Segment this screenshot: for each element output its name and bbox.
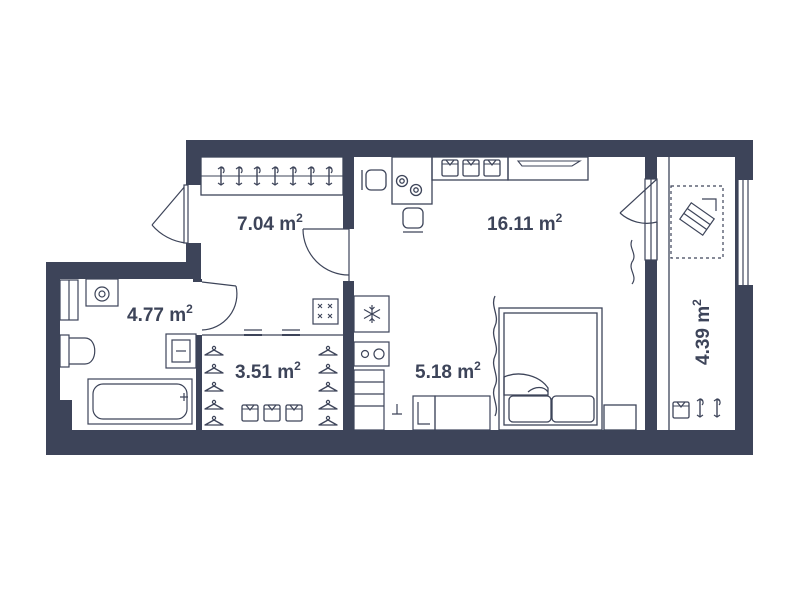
room-area-wardrobe: 3.51 m2 xyxy=(235,359,301,383)
room-area-living-room: 16.11 m2 xyxy=(487,211,563,235)
sweater-icon xyxy=(441,159,501,177)
laundry-rack-icon xyxy=(670,185,724,259)
stove-icon xyxy=(312,298,339,325)
closet xyxy=(200,156,344,196)
bed-icon xyxy=(492,295,637,431)
hanger-icon xyxy=(696,398,721,418)
partitions xyxy=(202,157,670,430)
toilet-icon xyxy=(59,334,96,368)
washing-machine-icon xyxy=(85,278,119,307)
room-area-sleeping: 5.18 m2 xyxy=(415,359,481,383)
room-area-bathroom: 4.77 m2 xyxy=(127,302,193,326)
refrigerator-icon xyxy=(353,295,390,431)
door-swing-icon xyxy=(151,178,658,331)
chair-icon xyxy=(361,169,424,233)
window-icon xyxy=(59,178,749,321)
sweater-icon xyxy=(672,401,690,419)
room-area-hallway: 7.04 m2 xyxy=(237,211,303,235)
kitchen-counter xyxy=(391,156,589,205)
bathtub-icon xyxy=(87,378,193,425)
room-area-balcony: 4.39 m2 xyxy=(690,299,714,365)
sink-icon xyxy=(165,333,197,369)
curtain-icon xyxy=(630,239,635,285)
sweater-icon xyxy=(241,404,303,422)
walls xyxy=(46,140,753,455)
faucet-icon xyxy=(392,395,491,431)
